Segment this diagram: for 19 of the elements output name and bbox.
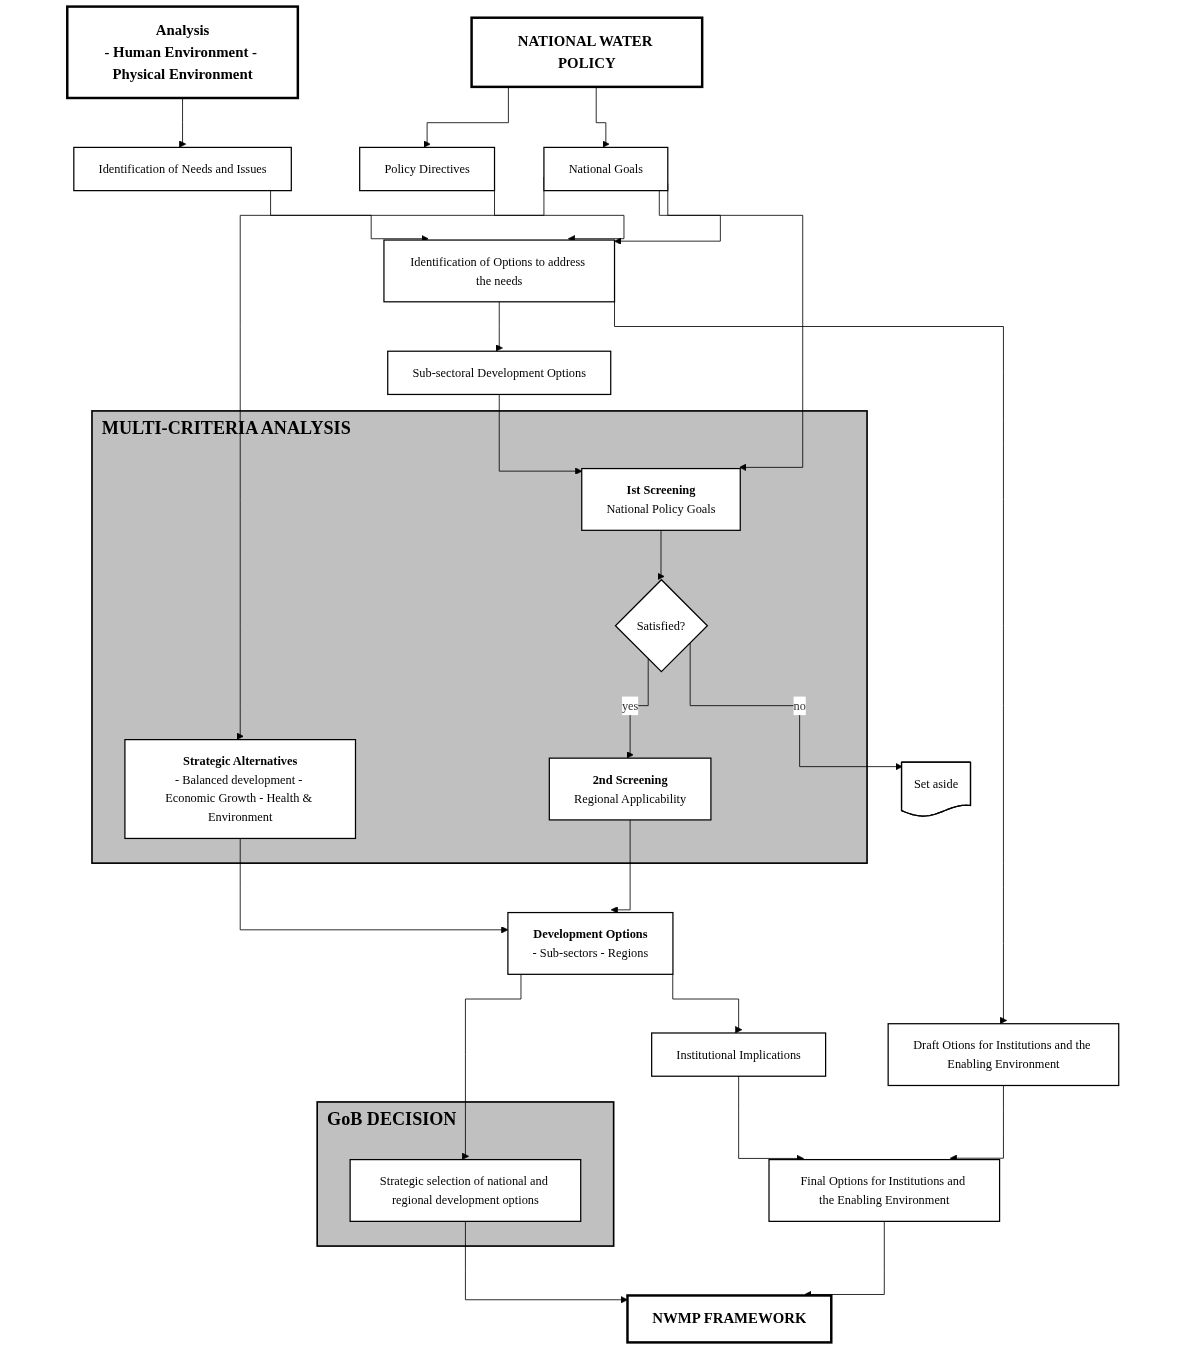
node-box: Sub-sectoral Development Options bbox=[387, 350, 612, 396]
node-box: Institutional Implications bbox=[651, 1032, 827, 1077]
node-box: Identification of Options to address the needs bbox=[383, 239, 616, 303]
node-box: NATIONAL WATER POLICY bbox=[470, 16, 704, 89]
node-box: Strategic Alternatives - Balanced development - Economic Growth - Health & Environment bbox=[124, 739, 357, 840]
node-box: Ist Screening National Policy Goals bbox=[581, 467, 741, 531]
node-box: Analysis - Human Environment - Physical Environment bbox=[66, 5, 300, 100]
node-box: Development Options - Sub-sectors - Regions bbox=[507, 911, 674, 975]
node-box: National Goals bbox=[543, 146, 669, 192]
edge-label: yes bbox=[621, 698, 639, 713]
node-diamond: Satisfied? bbox=[614, 578, 709, 673]
node-box: Strategic selection of national and regional development options bbox=[349, 1159, 582, 1222]
node-box: Draft Otions for Institutions and the Enabling Environment bbox=[887, 1023, 1120, 1087]
edge-label: no bbox=[793, 698, 806, 713]
node-box: 2nd Screening Regional Applicability bbox=[548, 757, 712, 821]
node-box: Identification of Needs and Issues bbox=[73, 146, 292, 192]
node-box: Final Options for Institutions and the Enabling Environment bbox=[768, 1159, 1001, 1222]
node-box: Policy Directives bbox=[359, 146, 496, 192]
node-box: NWMP FRAMEWORK bbox=[626, 1294, 833, 1344]
